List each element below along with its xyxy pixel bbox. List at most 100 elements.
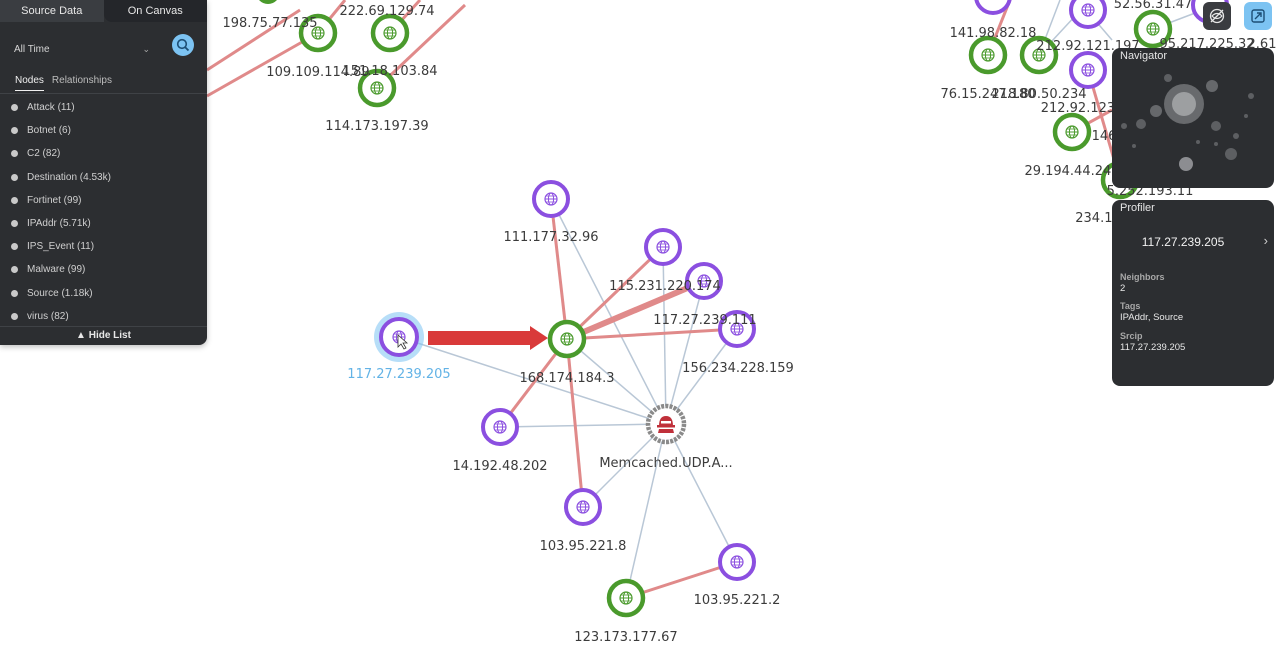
node-relationship-tabs: Nodes Relationships: [15, 75, 112, 91]
node-type-label: C2 (82): [27, 148, 61, 160]
label-168-174-184-3: 168.174.184.3: [519, 371, 614, 386]
label-156-234-228-159: 156.234.228.159: [682, 361, 794, 376]
node-type-label: Source (1.18k): [27, 287, 93, 299]
node-type-list: Attack (11) Botnet (6) C2 (82) Destinati…: [0, 96, 207, 328]
node-52-56-31-47[interactable]: [1133, 9, 1173, 49]
list-item[interactable]: Attack (11): [0, 96, 207, 119]
node-type-label: Attack (11): [27, 102, 75, 114]
label-212-92-123: 212.92.123.: [1041, 101, 1120, 116]
node-type-label: Malware (99): [27, 264, 86, 276]
link-toggle-button[interactable]: [1203, 2, 1231, 30]
navigator-panel: Navigator: [1112, 48, 1274, 188]
node-type-label: virus (82): [27, 310, 69, 322]
node-168-174-184-3[interactable]: [547, 319, 587, 359]
bullet-icon: [11, 243, 18, 251]
neighbors-label: Neighbors: [1120, 272, 1165, 282]
node-111-177-32-96[interactable]: [532, 180, 570, 218]
hacker-icon: [657, 416, 675, 433]
node-218-80-50-234[interactable]: [1019, 35, 1059, 75]
node-type-label: IPAddr (5.71k): [27, 218, 91, 230]
list-item[interactable]: Source (1.18k): [0, 282, 207, 305]
label-198-75-77-135: 198.75.77.135: [222, 16, 317, 31]
label-123-173-177-67: 123.173.177.67: [574, 630, 677, 645]
label-117-27-239-205: 117.27.239.205: [347, 367, 450, 382]
navigator-minimap[interactable]: [1116, 66, 1270, 184]
tags-label: Tags: [1120, 301, 1141, 311]
subtab-nodes[interactable]: Nodes: [15, 75, 44, 91]
panel-tabs: Source Data On Canvas: [0, 0, 207, 22]
label-52-56-31-47: 52.56.31.47: [1114, 0, 1193, 12]
label-76-15-247-180: 76.15.247.180: [940, 87, 1035, 102]
list-item[interactable]: IPS_Event (11): [0, 235, 207, 258]
label-memcached: Memcached.UDP.A...: [599, 456, 732, 471]
source-data-panel: Source Data On Canvas All Time ⌄ Nodes R…: [0, 0, 207, 345]
navigator-title: Navigator: [1120, 50, 1168, 62]
label-234-10: 234.10: [1075, 211, 1121, 226]
node-109-109-114-89[interactable]: [298, 13, 338, 53]
filter-row: All Time ⌄: [0, 30, 207, 70]
list-item[interactable]: IPAddr (5.71k): [0, 212, 207, 235]
label-218-80-50-234: 218.80.50.234: [991, 87, 1086, 102]
subtab-relationships[interactable]: Relationships: [51, 75, 112, 86]
label-103-95-221-2: 103.95.221.2: [694, 593, 781, 608]
label-222-69-129-74: 222.69.129.74: [339, 4, 434, 19]
chevron-right-icon[interactable]: ›: [1263, 233, 1268, 248]
node-partial-top[interactable]: [258, 0, 278, 4]
hide-list-button[interactable]: ▲ Hide List: [0, 326, 207, 344]
tags-value: IPAddr, Source: [1120, 312, 1184, 323]
share-button[interactable]: [1244, 2, 1272, 30]
node-103-95-221-8[interactable]: [564, 488, 602, 526]
tab-source-data[interactable]: Source Data: [0, 0, 104, 22]
bullet-icon: [11, 266, 18, 274]
chevron-down-icon: ⌄: [142, 44, 150, 54]
list-item[interactable]: virus (82): [0, 305, 207, 328]
bullet-icon: [11, 127, 18, 135]
node-114-173-197-39[interactable]: [357, 68, 397, 108]
node-212-92-123[interactable]: [1069, 51, 1107, 89]
list-item[interactable]: Fortinet (99): [0, 189, 207, 212]
tab-on-canvas[interactable]: On Canvas: [103, 0, 207, 22]
bullet-icon: [11, 289, 18, 297]
node-156-234-228-159[interactable]: [718, 310, 756, 348]
node-29-194-44-243[interactable]: [1052, 112, 1092, 152]
divider: [0, 93, 207, 94]
node-115-231-220-174[interactable]: [644, 228, 682, 266]
bullet-icon: [11, 173, 18, 181]
bullet-icon: [11, 104, 18, 112]
node-151-18-103-84[interactable]: [370, 13, 410, 53]
label-103-95-221-8: 103.95.221.8: [540, 539, 627, 554]
bullet-icon: [11, 150, 18, 158]
node-type-label: Botnet (6): [27, 125, 71, 137]
node-117-27-239-111[interactable]: [685, 262, 723, 300]
node-14-192-48-202[interactable]: [481, 408, 519, 446]
node-type-label: Destination (4.53k): [27, 171, 111, 183]
label-109-109-114-89: 109.109.114.89: [266, 65, 369, 80]
bullet-icon: [11, 196, 18, 204]
srcip-label: Srcip: [1120, 331, 1143, 341]
label-115-231-220-174: 115.231.220.174: [609, 279, 721, 294]
node-type-label: Fortinet (99): [27, 194, 82, 206]
list-item[interactable]: C2 (82): [0, 142, 207, 165]
profiler-title: Profiler: [1120, 202, 1155, 214]
node-117-27-239-205-selected[interactable]: [374, 312, 424, 362]
search-button[interactable]: [172, 34, 194, 56]
link-toggle-icon: [1209, 8, 1225, 24]
time-range-select[interactable]: All Time ⌄: [14, 44, 150, 55]
list-item[interactable]: Malware (99): [0, 258, 207, 281]
node-labels: 111.177.32.96 115.231.220.174 117.27.239…: [222, 0, 1276, 645]
node-76-15-247-180[interactable]: [968, 35, 1008, 75]
node-141-98-82-18-partial[interactable]: [974, 0, 1012, 15]
time-range-value: All Time: [14, 44, 50, 55]
label-29-194-44-243: 29.194.44.243: [1024, 164, 1119, 179]
node-212-92-121-197-partial[interactable]: [1069, 0, 1107, 29]
share-icon: [1251, 9, 1265, 23]
edges: [206, 0, 1204, 600]
cursor-icon: [397, 334, 409, 350]
node-103-95-221-2[interactable]: [718, 543, 756, 581]
list-item[interactable]: Botnet (6): [0, 119, 207, 142]
node-123-173-177-67[interactable]: [606, 578, 646, 618]
node-memcached-event[interactable]: [645, 403, 687, 445]
label-141-98-82-18: 141.98.82.18: [950, 26, 1037, 41]
list-item[interactable]: Destination (4.53k): [0, 166, 207, 189]
